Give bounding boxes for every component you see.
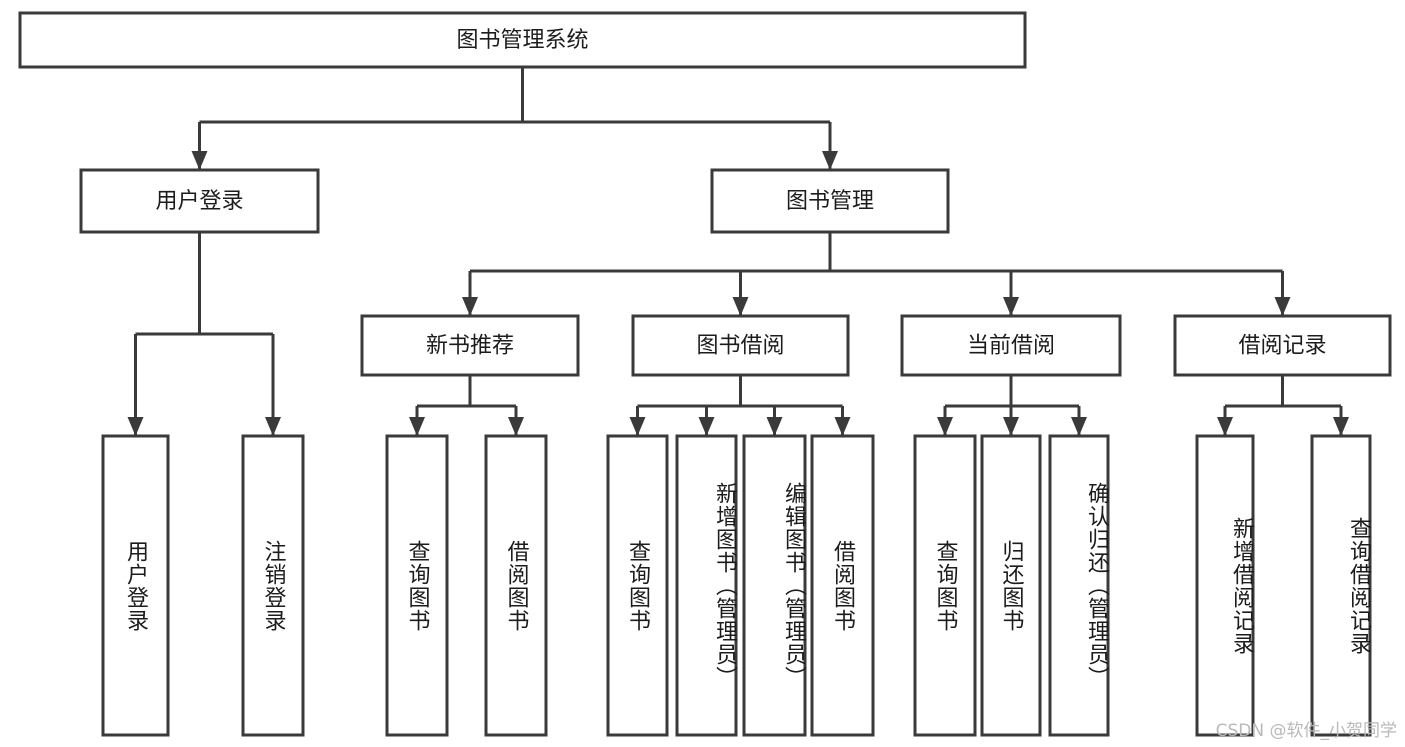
node-label-current-borrow: 当前借阅 [967, 334, 1055, 359]
node-box-borrow-record[interactable] [1173, 314, 1392, 377]
node-box-leaf-confirm-return[interactable] [1048, 434, 1110, 737]
node-label-new-book-recommend: 新书推荐 [426, 334, 514, 359]
node-boxes [18, 11, 1392, 737]
watermark: CSDN @软件_小贺同学 [1215, 721, 1397, 741]
node-label-book-borrow: 图书借阅 [696, 334, 784, 359]
node-label-book-manage: 图书管理 [786, 189, 874, 214]
node-box-leaf-query-book-3[interactable] [913, 434, 977, 737]
arrow-head-icon [409, 417, 425, 436]
node-box-book-manage[interactable] [710, 168, 950, 234]
connector-edges [127, 67, 1349, 436]
node-box-leaf-logout[interactable] [241, 434, 305, 737]
node-box-user-login[interactable] [79, 168, 320, 234]
node-box-new-book-recommend[interactable] [360, 314, 580, 377]
node-box-leaf-edit-book[interactable] [742, 434, 807, 737]
node-box-root[interactable] [18, 11, 1027, 69]
arrow-head-icon [822, 151, 838, 170]
arrow-head-icon [1003, 417, 1019, 436]
node-box-leaf-add-book[interactable] [675, 434, 738, 737]
node-box-leaf-borrow-book-2[interactable] [810, 434, 875, 737]
arrow-head-icon [1003, 297, 1019, 316]
node-box-leaf-return-book[interactable] [980, 434, 1042, 737]
arrow-head-icon [732, 297, 749, 316]
node-box-book-borrow[interactable] [631, 314, 850, 377]
node-box-leaf-query-book-1[interactable] [385, 434, 449, 737]
arrow-head-icon [265, 417, 281, 436]
node-label-root: 图书管理系统 [456, 28, 588, 53]
node-box-leaf-query-record[interactable] [1310, 434, 1372, 737]
arrow-head-icon [127, 417, 144, 436]
node-label-borrow-record: 借阅记录 [1238, 334, 1326, 359]
arrow-head-icon [462, 297, 478, 316]
arrow-head-icon [508, 417, 524, 436]
arrow-head-icon [698, 417, 715, 436]
arrow-head-icon [1217, 417, 1233, 436]
arrow-head-icon [1274, 297, 1291, 316]
node-box-current-borrow[interactable] [900, 314, 1122, 377]
arrow-head-icon [1333, 417, 1349, 436]
arrow-head-icon [766, 417, 783, 436]
node-box-leaf-user-login[interactable] [101, 434, 170, 737]
arrow-head-icon [629, 417, 646, 436]
arrow-head-icon [191, 151, 208, 170]
node-label-user-login: 用户登录 [155, 189, 243, 214]
node-box-leaf-add-record[interactable] [1195, 434, 1255, 737]
node-box-leaf-borrow-book-1[interactable] [484, 434, 548, 737]
arrow-head-icon [834, 417, 851, 436]
node-box-leaf-query-book-2[interactable] [606, 434, 669, 737]
arrow-head-icon [937, 417, 953, 436]
arrow-head-icon [1071, 417, 1087, 436]
